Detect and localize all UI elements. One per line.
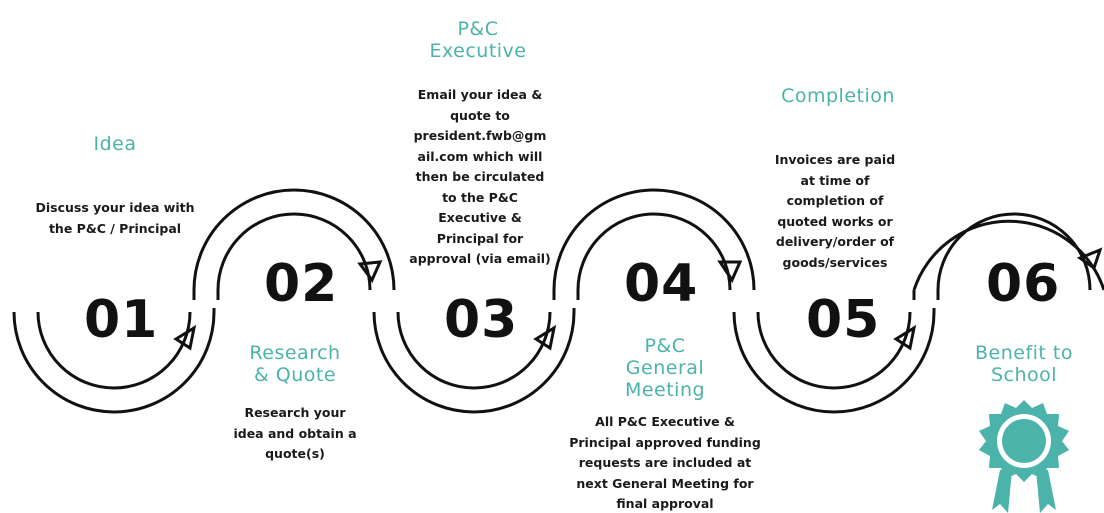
arrow-head-05 (893, 324, 917, 351)
step-description-02: Research your idea and obtain a quote(s) (233, 405, 357, 461)
arrow-head-06 (1076, 247, 1103, 271)
step-description-03: Email your idea & quote to president.fwb… (409, 87, 551, 266)
arrow-head-02 (357, 260, 383, 283)
step-number-06: 06 (986, 254, 1061, 314)
step-number-04: 04 (624, 254, 699, 314)
connector-05-06 (912, 290, 940, 300)
badge-ribbons (992, 470, 1056, 513)
step-title-06: Benefit to School (975, 342, 1073, 386)
connector-03-04 (552, 290, 580, 300)
step-title-01: Idea (93, 133, 137, 155)
arrow-head-03 (533, 324, 557, 351)
arc-lower-01 (12, 308, 216, 414)
connector-01-02 (192, 290, 220, 300)
badge-inner-circle (1002, 419, 1046, 463)
step-number-05: 05 (806, 290, 881, 350)
arc-upper-02 (192, 188, 396, 291)
arc-upper-04 (552, 188, 756, 291)
step-description-05: Invoices are paid at time of completion … (774, 152, 896, 270)
step-title-03: P&C Executive (429, 18, 527, 62)
arc-lower-05 (732, 308, 936, 414)
step-description-04: All P&C Executive & Principal approved f… (569, 414, 761, 511)
step-description-01: Discuss your idea with the P&C / Princip… (35, 200, 195, 236)
step-number-03: 03 (444, 290, 519, 350)
arrow-head-04 (717, 260, 743, 284)
arrow-head-01 (173, 324, 197, 351)
step-title-04: P&C General Meeting (624, 335, 706, 401)
arc-lower-03 (372, 308, 576, 414)
step-title-05: Completion (781, 85, 895, 107)
award-ribbon-icon (979, 400, 1069, 513)
step-title-02: Research & Quote (249, 342, 341, 386)
step-number-02: 02 (264, 254, 339, 314)
step-number-01: 01 (84, 290, 159, 350)
